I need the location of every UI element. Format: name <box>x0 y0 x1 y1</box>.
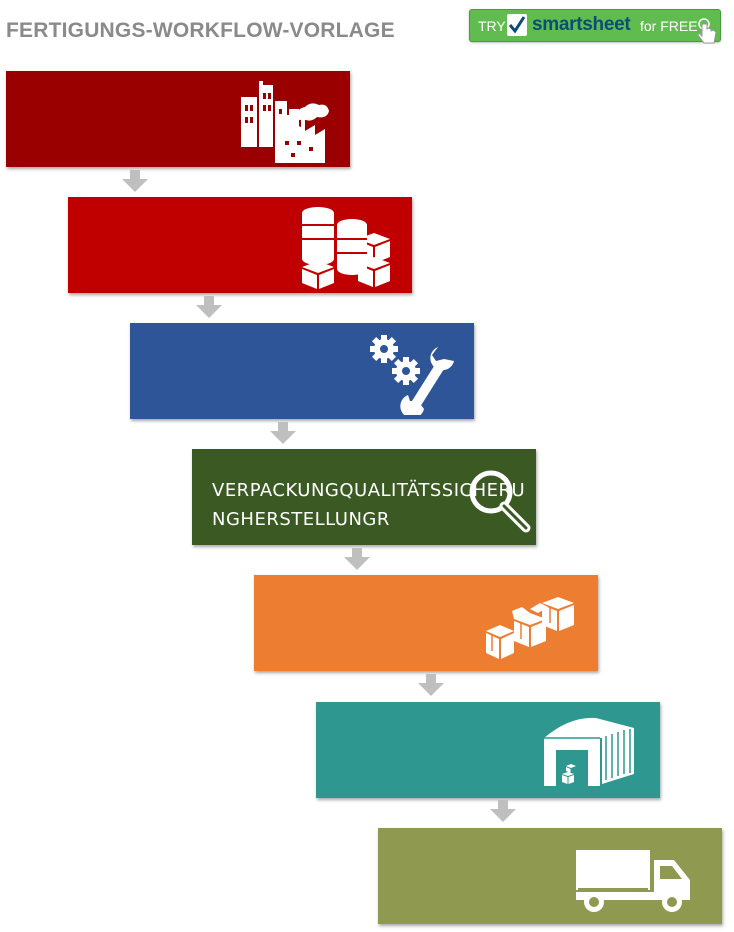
flow-arrow-6 <box>490 800 516 822</box>
checkmark-icon <box>507 14 527 36</box>
workflow-step-4: VERPACKUNGQUALITÄTSSICHERUNGHERSTELLUNGR <box>192 449 536 545</box>
inventory-barrels-boxes-icon <box>300 205 396 293</box>
workflow-step-2 <box>68 197 412 293</box>
factory-icon <box>239 79 331 167</box>
step-4-label: VERPACKUNGQUALITÄTSSICHERUNGHERSTELLUNGR <box>212 480 526 530</box>
workflow-step-3 <box>130 323 474 419</box>
pointer-hand-icon <box>696 16 718 49</box>
packaging-boxes-icon <box>484 589 582 667</box>
flow-arrow-2 <box>196 296 222 318</box>
smartsheet-logo: smartsheet <box>532 14 631 35</box>
page-title: FERTIGUNGS-WORKFLOW-VORLAGE <box>6 19 395 42</box>
try-smartsheet-button[interactable]: TRY smartsheet for FREE <box>469 9 721 44</box>
workflow-step-7 <box>378 828 722 924</box>
workflow-step-6 <box>316 702 660 798</box>
workflow-step-1 <box>6 71 350 167</box>
cta-free-label: for FREE <box>640 18 698 34</box>
flow-arrow-4 <box>344 548 370 570</box>
gears-wrench-icon <box>368 331 464 419</box>
cta-try-label: TRY <box>478 18 506 34</box>
delivery-truck-icon <box>574 846 696 918</box>
workflow-step-5 <box>254 575 598 671</box>
flow-arrow-1 <box>122 170 148 192</box>
magnifier-icon <box>464 465 534 539</box>
warehouse-icon <box>542 714 636 792</box>
flow-arrow-5 <box>418 674 444 696</box>
flow-arrow-3 <box>270 422 296 444</box>
